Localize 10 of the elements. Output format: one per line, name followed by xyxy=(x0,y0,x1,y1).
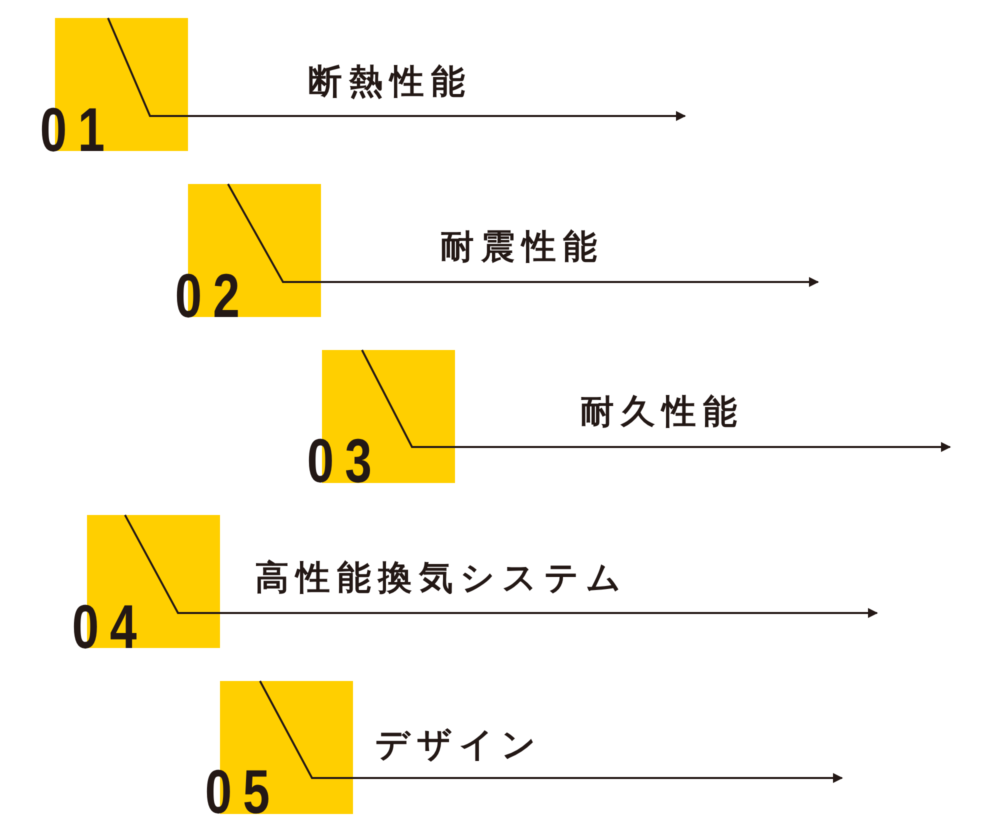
heading-text: 高性能換気システム xyxy=(255,558,628,598)
arrow xyxy=(259,680,843,783)
heading-text: 耐久性能 xyxy=(580,392,744,432)
heading-text: デザイン xyxy=(375,725,543,765)
heading-text: 耐震性能 xyxy=(440,227,604,267)
arrow xyxy=(107,18,686,121)
arrow xyxy=(124,514,878,618)
arrow xyxy=(361,350,951,452)
arrow xyxy=(227,184,819,287)
heading-text: 断熱性能 xyxy=(308,62,472,102)
